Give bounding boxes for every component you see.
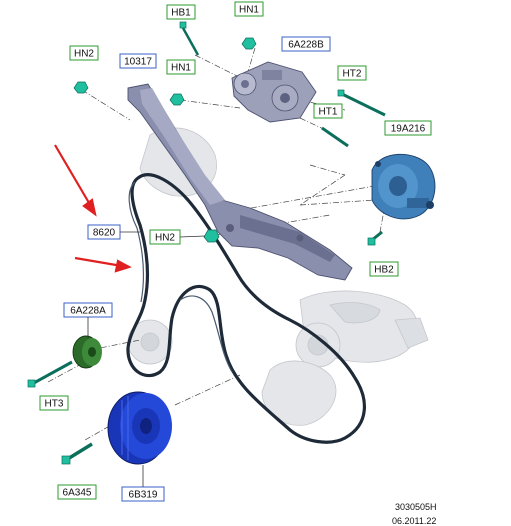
nut-hn2-left bbox=[73, 81, 89, 94]
callout-labels: HB1 HN1 HN2 10317 HN1 6A228B HT2 HT1 bbox=[39, 1, 432, 502]
nut-hn1-top bbox=[241, 37, 257, 50]
water-pump-19A216 bbox=[371, 153, 436, 220]
stud-ht3 bbox=[27, 360, 73, 388]
callout-hb1: HB1 bbox=[166, 4, 196, 20]
callout-6b319-text: 6B319 bbox=[129, 490, 158, 501]
red-arrows bbox=[54, 144, 132, 273]
callout-8620: 8620 bbox=[87, 224, 140, 240]
callout-8620-text: 8620 bbox=[93, 228, 116, 239]
tensioner-assembly-6A228B bbox=[231, 61, 317, 123]
nut-hn1-mid bbox=[169, 93, 185, 106]
callout-hn2-left-text: HN2 bbox=[74, 49, 94, 60]
callout-6a345-text: 6A345 bbox=[63, 488, 92, 499]
stud-ht1 bbox=[321, 126, 349, 148]
callout-hb2-text: HB2 bbox=[374, 265, 394, 276]
figure-reference: 3030505H bbox=[395, 502, 437, 512]
crank-pulley-6B319 bbox=[107, 391, 172, 465]
callout-ht1: HT1 bbox=[313, 103, 343, 119]
callout-ht2: HT2 bbox=[337, 65, 367, 81]
fasteners bbox=[27, 21, 386, 465]
callout-6a345: 6A345 bbox=[57, 484, 97, 500]
callout-ht3: HT3 bbox=[39, 395, 69, 411]
callout-hn1-mid: HN1 bbox=[166, 59, 196, 75]
bracket-10317 bbox=[127, 83, 353, 281]
bolt-6A345 bbox=[61, 442, 93, 465]
serpentine-belt-8620 bbox=[126, 173, 367, 444]
figure-date: 06.2011.22 bbox=[392, 516, 436, 526]
callout-6a228b-text: 6A228B bbox=[288, 40, 324, 51]
callout-ht1-text: HT1 bbox=[319, 107, 338, 118]
arrow-lower-red-icon bbox=[74, 256, 132, 273]
callout-10317: 10317 bbox=[119, 53, 157, 69]
callout-6a228a: 6A228A bbox=[63, 302, 113, 338]
callout-hn1-top: HN1 bbox=[234, 1, 264, 17]
tensioner-pulley-6A228A bbox=[72, 335, 102, 369]
callout-6a228b: 6A228B bbox=[281, 36, 331, 52]
bolt-hb2 bbox=[367, 230, 383, 246]
nut-hn2-mid bbox=[203, 229, 220, 243]
callout-10317-text: 10317 bbox=[124, 57, 152, 68]
arrow-upper-red-icon bbox=[54, 144, 97, 217]
callout-hb1-text: HB1 bbox=[171, 8, 191, 19]
callout-hn2-mid-text: HN2 bbox=[155, 233, 175, 244]
callout-6b319: 6B319 bbox=[121, 465, 165, 502]
callout-hb2: HB2 bbox=[369, 261, 399, 277]
callout-19a216-text: 19A216 bbox=[391, 124, 426, 135]
callout-hn1-mid-text: HN1 bbox=[171, 63, 191, 74]
callout-ht3-text: HT3 bbox=[45, 399, 64, 410]
callout-hn1-top-text: HN1 bbox=[239, 5, 259, 16]
callout-hn2-mid: HN2 bbox=[149, 229, 206, 245]
callout-hn2-left: HN2 bbox=[69, 45, 99, 61]
bolt-hb1 bbox=[179, 21, 200, 56]
callout-19a216: 19A216 bbox=[384, 120, 432, 136]
callout-ht2-text: HT2 bbox=[343, 69, 362, 80]
stud-ht2 bbox=[337, 89, 386, 117]
callout-6a228a-text: 6A228A bbox=[70, 306, 106, 317]
